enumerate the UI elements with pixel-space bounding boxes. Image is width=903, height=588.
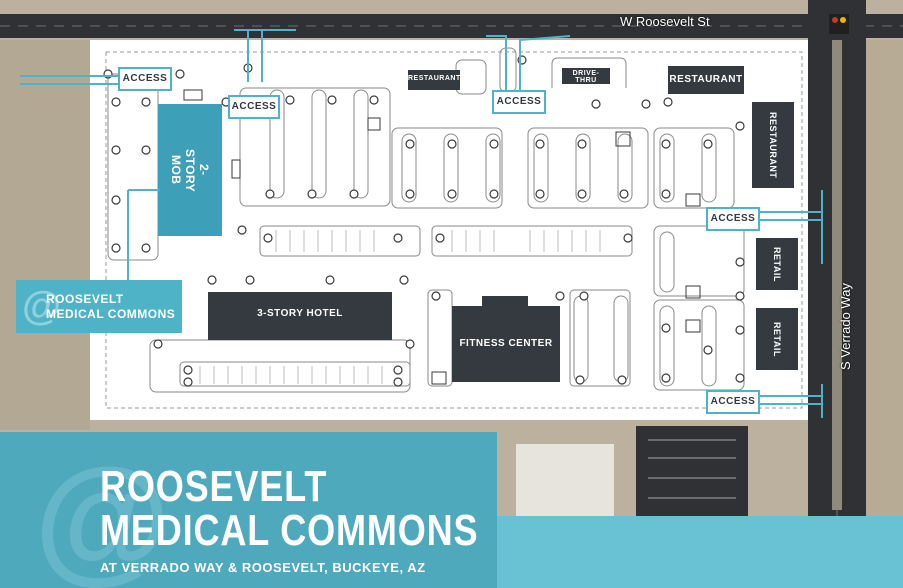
access-label-north-east: ACCESS bbox=[492, 90, 546, 114]
banner-subtitle: AT VERRADO WAY & ROOSEVELT, BUCKEYE, AZ bbox=[100, 560, 426, 575]
at-logo-icon: @ bbox=[22, 284, 62, 328]
restaurant-2-building bbox=[668, 66, 744, 94]
traffic-signal-icon bbox=[829, 14, 849, 34]
restaurant-3-label: RESTAURANT bbox=[768, 111, 778, 179]
drive-thru-label: DRIVE-THRU bbox=[572, 70, 600, 84]
hotel-label: 3-STORY HOTEL bbox=[257, 308, 343, 319]
fitness-label: FITNESS CENTER bbox=[459, 338, 553, 349]
drive-thru-building bbox=[562, 68, 610, 84]
mob-label: 2-STORY MOB bbox=[169, 148, 211, 192]
parking-rows bbox=[269, 47, 717, 387]
desert-east bbox=[860, 40, 903, 520]
site-name-line1: ROOSEVELT bbox=[46, 292, 124, 306]
banner-title-line2: MEDICAL COMMONS bbox=[100, 506, 479, 555]
access-label-northwest: ACCESS bbox=[118, 67, 172, 91]
street-label-verrado: S Verrado Way bbox=[838, 283, 853, 370]
access-label-east-lower: ACCESS bbox=[706, 390, 760, 414]
fitness-building bbox=[452, 306, 560, 382]
desert-west bbox=[0, 40, 90, 430]
parking-stalls bbox=[199, 230, 601, 384]
mob-building bbox=[158, 104, 222, 236]
restaurant-1-building bbox=[408, 70, 460, 90]
site-name-callout: @ ROOSEVELT MEDICAL COMMONS bbox=[16, 280, 182, 333]
street-label-roosevelt: W Roosevelt St bbox=[620, 14, 710, 29]
banner-title-line1: ROOSEVELT bbox=[100, 462, 328, 511]
retail-2-label: RETAIL bbox=[772, 321, 782, 357]
retail-1-building bbox=[756, 238, 798, 290]
hotel-building bbox=[208, 292, 392, 340]
access-label-east-upper: ACCESS bbox=[706, 207, 760, 231]
tree-symbols bbox=[103, 55, 745, 387]
retail-1-label: RETAIL bbox=[772, 246, 782, 282]
enclosure-symbols bbox=[183, 89, 701, 385]
adjacent-building bbox=[516, 444, 614, 516]
restaurant-2-label: RESTAURANT bbox=[669, 74, 743, 85]
adjacent-parking-lot bbox=[636, 426, 748, 516]
restaurant-3-building bbox=[752, 102, 794, 188]
site-name-line2: MEDICAL COMMONS bbox=[46, 307, 176, 321]
verrado-median bbox=[832, 40, 842, 510]
title-banner bbox=[0, 432, 497, 588]
restaurant-1-label: RESTAURANT bbox=[408, 75, 461, 82]
access-label-north-west: ACCESS bbox=[228, 95, 280, 119]
retail-2-building bbox=[756, 308, 798, 370]
